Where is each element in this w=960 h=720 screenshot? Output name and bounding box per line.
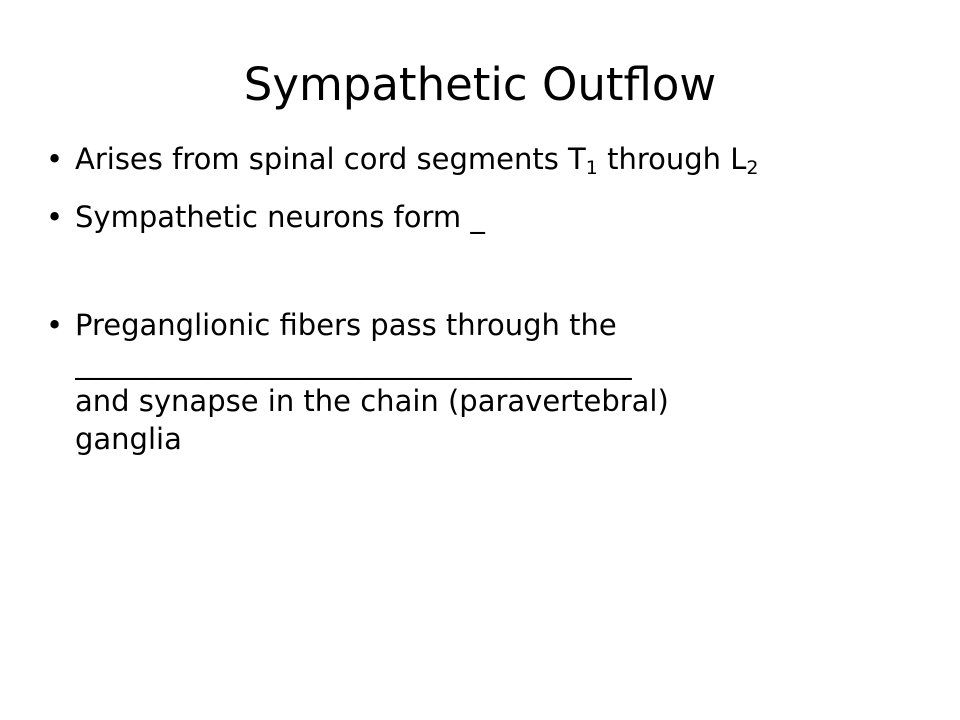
origin-text-start: Arises from spinal cord segments T — [75, 142, 586, 176]
bullet-item-origin: • Arises from spinal cord segments T1 th… — [46, 140, 926, 178]
bullet-text-neurons: Sympathetic neurons form _ — [75, 200, 485, 234]
origin-subscript-t: 1 — [585, 157, 598, 179]
fill-in-blank: ________________________________________ — [75, 346, 632, 380]
origin-text-middle: through L — [597, 142, 747, 176]
bullet-text-origin: Arises from spinal cord segments T1 thro… — [75, 140, 926, 178]
bullet-icon: • — [46, 200, 64, 234]
bullet-icon: • — [46, 142, 64, 176]
preganglionic-line-4: ganglia — [75, 422, 182, 456]
bullet-list: • Arises from spinal cord segments T1 th… — [46, 140, 926, 458]
bullet-item-preganglionic: • Preganglionic fibers pass through the … — [46, 306, 926, 458]
preganglionic-line-3: and synapse in the chain (paravertebral) — [75, 384, 669, 418]
bullet-icon: • — [46, 308, 64, 342]
origin-subscript-l: 2 — [746, 157, 759, 179]
bullet-item-neurons: • Sympathetic neurons form _ — [46, 198, 926, 236]
preganglionic-line-1: Preganglionic fibers pass through the — [75, 308, 617, 342]
slide-title: Sympathetic Outflow — [243, 58, 717, 111]
